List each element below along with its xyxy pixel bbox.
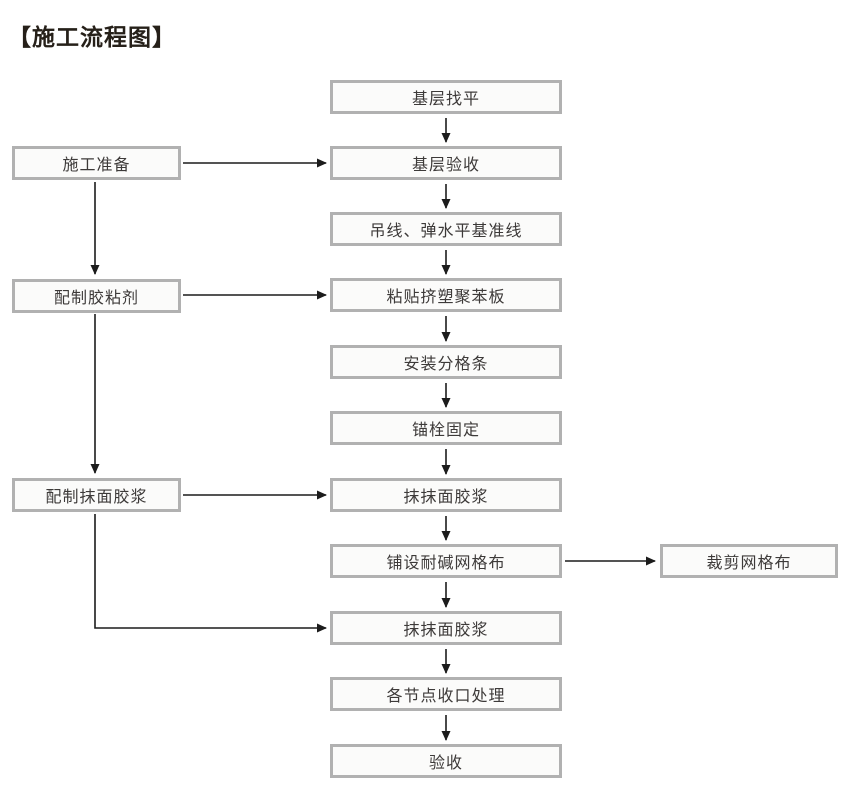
step-base-acceptance: 基层验收	[330, 146, 562, 180]
step-prepare-adhesive: 配制胶粘剂	[12, 279, 181, 313]
step-final-acceptance: 验收	[330, 744, 562, 778]
step-base-leveling: 基层找平	[330, 80, 562, 114]
step-apply-mortar-2: 抹抹面胶浆	[330, 611, 562, 645]
step-lay-alkali-mesh: 铺设耐碱网格布	[330, 544, 562, 578]
step-anchor-fixing: 锚栓固定	[330, 411, 562, 445]
step-paste-xps-board: 粘贴挤塑聚苯板	[330, 278, 562, 312]
step-construction-prep: 施工准备	[12, 146, 181, 180]
step-prepare-mortar: 配制抹面胶浆	[12, 478, 181, 512]
step-hang-line-datum: 吊线、弹水平基准线	[330, 212, 562, 246]
step-install-grid-strips: 安装分格条	[330, 345, 562, 379]
page-title: 【施工流程图】	[8, 24, 176, 50]
step-cut-mesh: 裁剪网格布	[660, 544, 838, 578]
step-apply-mortar-1: 抹抹面胶浆	[330, 478, 562, 512]
step-node-finishing: 各节点收口处理	[330, 677, 562, 711]
